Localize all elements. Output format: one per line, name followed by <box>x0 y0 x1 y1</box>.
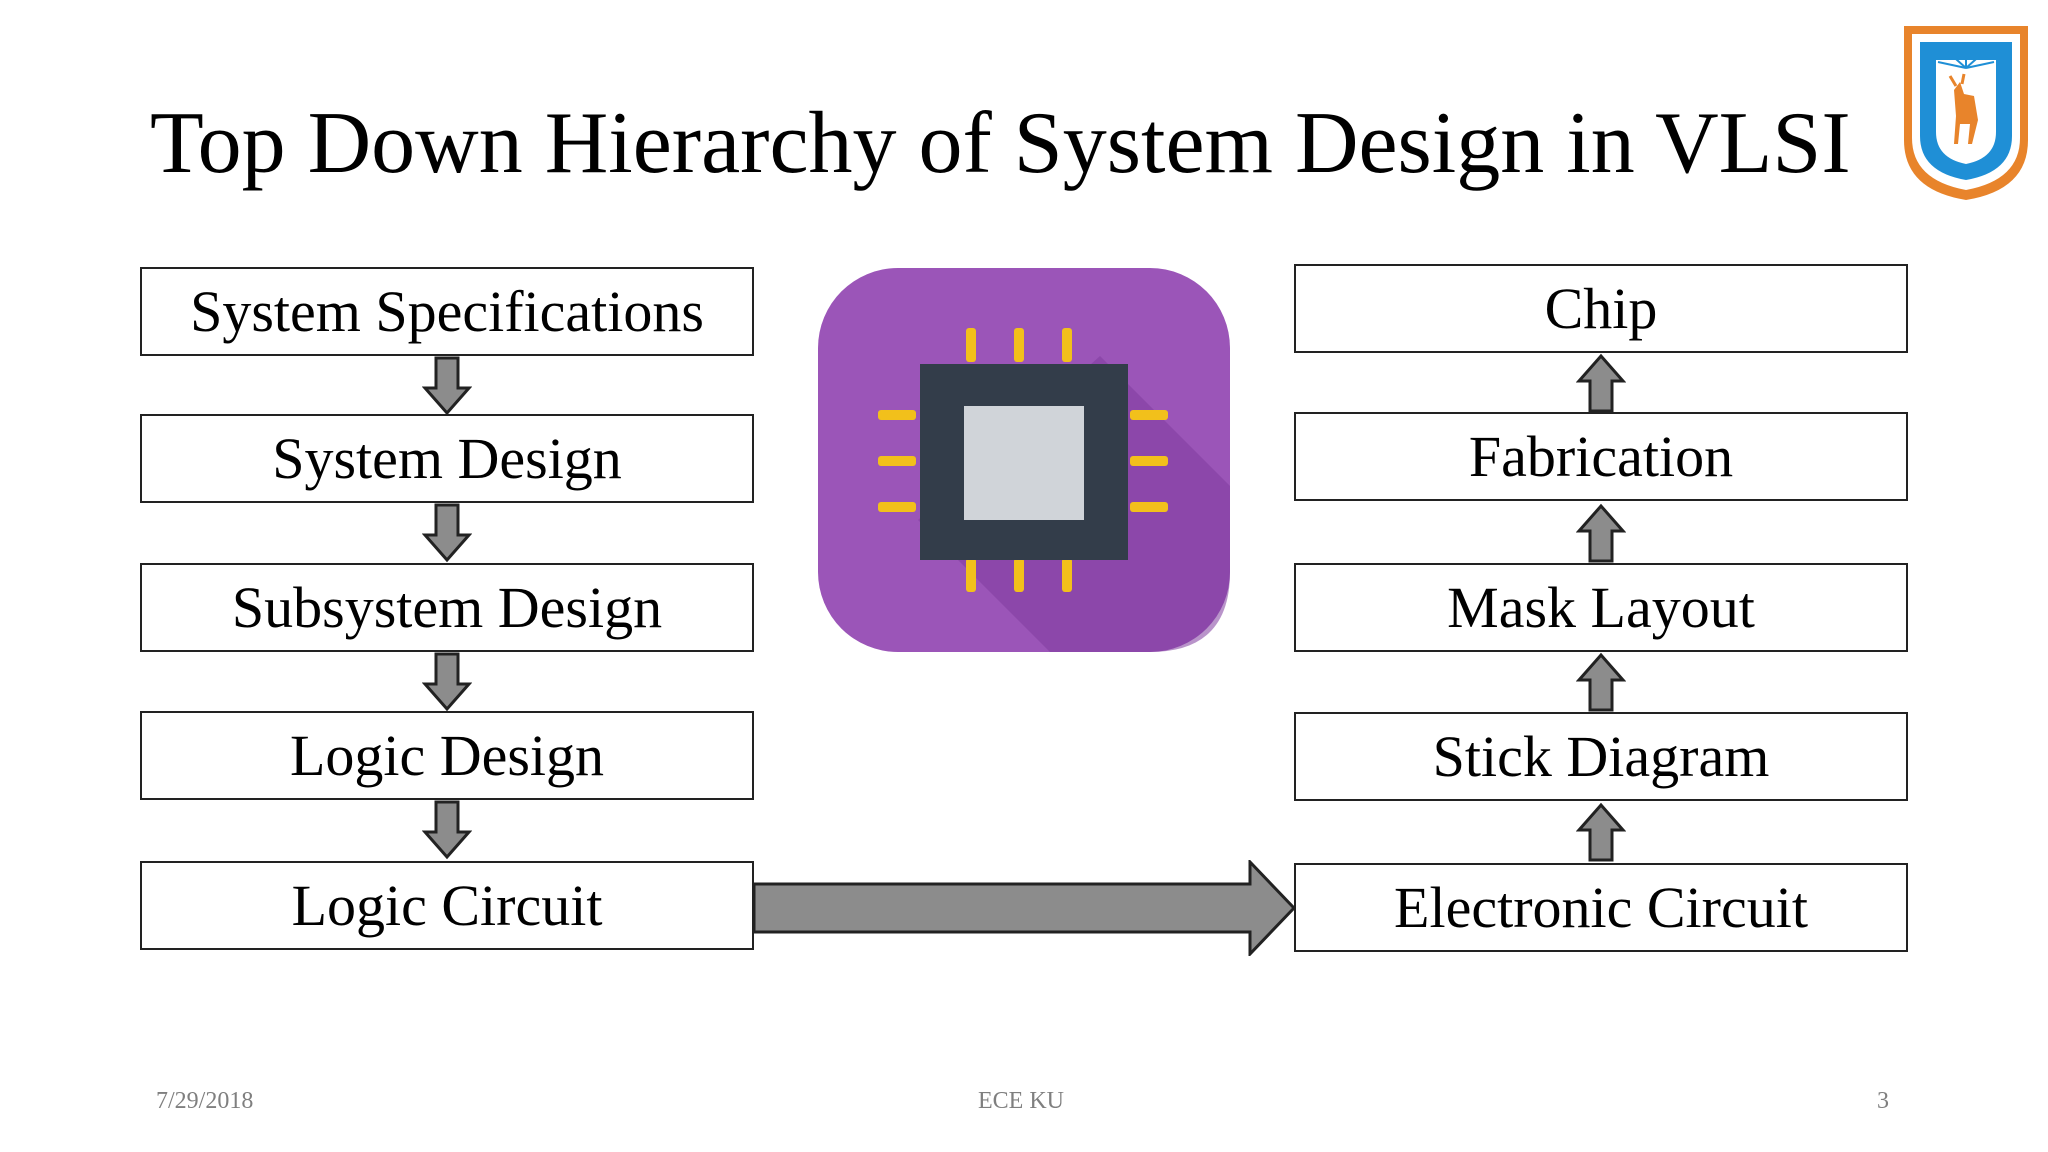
footer-center-text: ECE KU <box>978 1088 1064 1114</box>
down-arrow-icon <box>422 800 472 860</box>
down-arrow-icon <box>422 356 472 416</box>
up-arrow-icon <box>1576 353 1626 413</box>
up-arrow-icon <box>1576 802 1626 862</box>
step-mask-layout: Mask Layout <box>1294 563 1908 652</box>
step-stick-diagram: Stick Diagram <box>1294 712 1908 801</box>
step-logic-circuit: Logic Circuit <box>140 861 754 950</box>
step-fabrication: Fabrication <box>1294 412 1908 501</box>
down-arrow-icon <box>422 503 472 563</box>
slide-title: Top Down Hierarchy of System Design in V… <box>150 95 1851 192</box>
microchip-icon <box>818 268 1230 652</box>
step-logic-design: Logic Design <box>140 711 754 800</box>
step-system-design: System Design <box>140 414 754 503</box>
up-arrow-icon <box>1576 652 1626 712</box>
footer-date: 7/29/2018 <box>156 1088 254 1114</box>
step-subsystem-design: Subsystem Design <box>140 563 754 652</box>
up-arrow-icon <box>1576 503 1626 563</box>
slide-number: 3 <box>1877 1088 1889 1114</box>
down-arrow-icon <box>422 652 472 712</box>
step-system-specifications: System Specifications <box>140 267 754 356</box>
step-chip: Chip <box>1294 264 1908 353</box>
right-arrow-icon <box>752 860 1297 956</box>
university-logo <box>1904 26 2028 200</box>
step-electronic-circuit: Electronic Circuit <box>1294 863 1908 952</box>
